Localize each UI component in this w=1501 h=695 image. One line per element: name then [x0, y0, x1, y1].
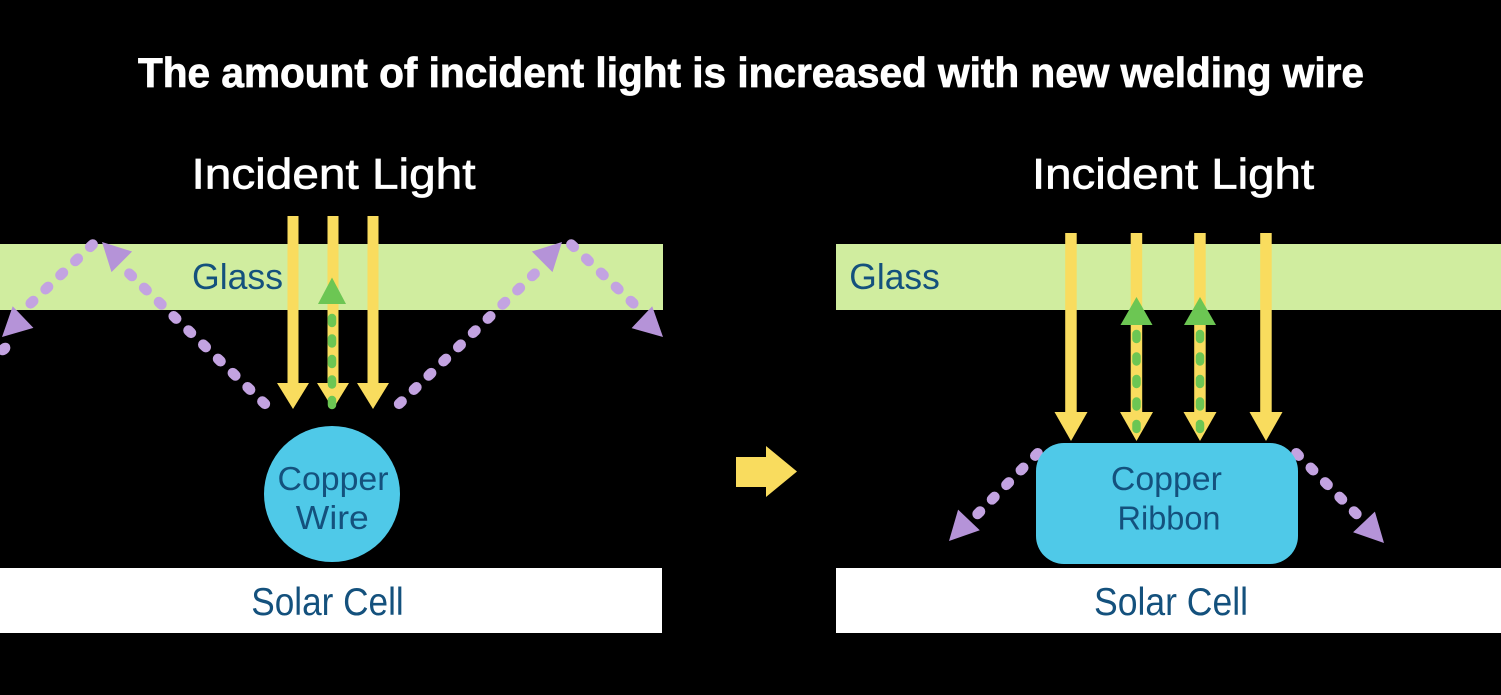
svg-text:Incident Light: Incident Light: [1032, 151, 1314, 199]
svg-text:Ribbon: Ribbon: [1118, 501, 1221, 538]
svg-text:Copper: Copper: [278, 461, 389, 498]
svg-text:Incident Light: Incident Light: [192, 151, 476, 199]
svg-text:Wire: Wire: [296, 500, 369, 537]
svg-text:Glass: Glass: [192, 256, 283, 297]
svg-text:The amount of incident light i: The amount of incident light is increase…: [138, 49, 1364, 96]
svg-text:Copper: Copper: [1111, 461, 1222, 498]
svg-text:Glass: Glass: [849, 256, 940, 297]
svg-text:Solar Cell: Solar Cell: [1094, 581, 1248, 624]
svg-text:Solar Cell: Solar Cell: [251, 581, 404, 624]
